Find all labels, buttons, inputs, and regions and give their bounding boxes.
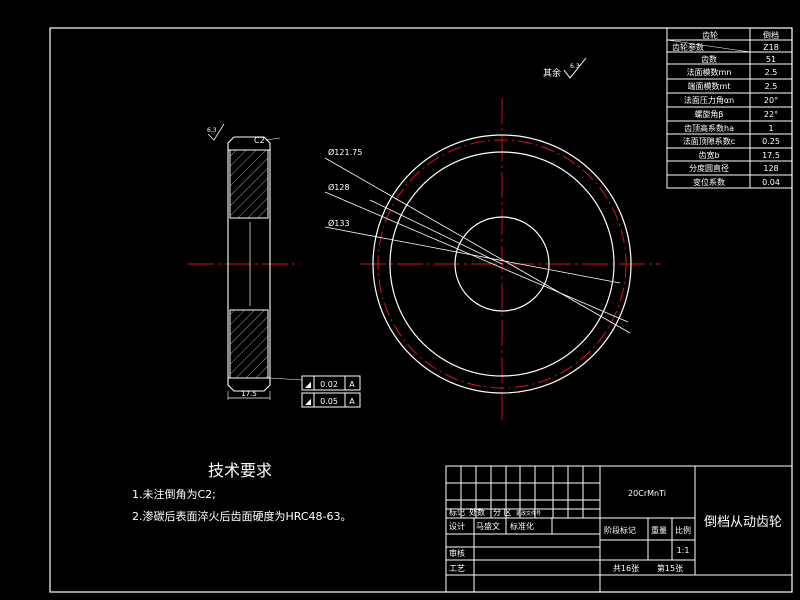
bore-circle	[454, 216, 550, 312]
param-label: 法面压力角αn	[684, 95, 734, 105]
surface-roughness-note: 其余 6.3	[543, 57, 587, 79]
title-designer: 马盛文	[476, 521, 500, 531]
hatched-section-lower	[229, 309, 269, 379]
width-dimension: 17.5	[241, 390, 257, 398]
requirements-title: 技术要求	[208, 461, 272, 480]
param-value: 128	[763, 164, 778, 173]
param-label: 齿数	[701, 54, 717, 64]
param-value: 20°	[764, 96, 778, 105]
param-header-left: 齿轮	[702, 30, 718, 40]
title-label-review: 审核	[449, 548, 465, 558]
param-value: 17.5	[762, 151, 780, 160]
tolerance-value: 0.05	[320, 397, 338, 406]
pitch-circle	[377, 139, 627, 389]
param-value: Z18	[763, 43, 779, 52]
param-label: 端面模数mt	[688, 81, 731, 91]
title-block: 20CrMnTi 倒档从动齿轮 标记 处数 分 区 更改文件号 设计 马盛文 标…	[445, 465, 793, 593]
title-sheets-total: 共16张	[613, 564, 639, 573]
material: 20CrMnTi	[628, 489, 666, 498]
chamfer-leader	[265, 137, 281, 141]
tolerance-symbol: ◢	[305, 380, 312, 389]
requirement-item: 1.未注倒角为C2;	[132, 487, 216, 501]
diameter-label: Ø121.75	[328, 147, 362, 157]
param-label: 齿宽b	[698, 150, 719, 160]
gear-front-view: Ø121.75 Ø128 Ø133	[324, 98, 660, 420]
leader-line	[324, 157, 631, 334]
tolerance-leader	[269, 377, 303, 381]
tolerance-value: 0.02	[320, 380, 338, 389]
title-label-change-doc: 更改文件号	[516, 510, 541, 517]
parameter-table: 齿轮 倒档 齿轮参数 Z18 齿数 51 法面模数mn 2.5 端面模数mt 2…	[666, 27, 793, 189]
leader-line	[369, 199, 503, 265]
tolerance-frame	[301, 392, 361, 408]
param-label: 螺旋角β	[694, 109, 723, 119]
title-label-scale: 比例	[675, 525, 691, 535]
param-value: 0.25	[762, 137, 780, 146]
tolerance-datum: A	[349, 380, 355, 389]
gear-side-view: C2 6.3 17.5 ◢ 0.02 A ◢ 0.05 A	[188, 123, 361, 408]
hatched-section-upper	[229, 149, 269, 219]
title-label-process: 工艺	[449, 564, 465, 573]
param-label: 法面顶隙系数c	[683, 136, 735, 146]
tolerance-symbol: ◢	[305, 397, 312, 406]
param-value: 51	[766, 55, 776, 64]
title-label-standardize: 标准化	[510, 521, 534, 531]
tip-circle	[372, 134, 632, 394]
diameter-label: Ø133	[328, 218, 350, 228]
param-label: 齿轮参数	[672, 42, 704, 52]
tolerance-datum: A	[349, 397, 355, 406]
param-label: 齿顶高系数ha	[684, 123, 734, 133]
param-label: 分度圆直径	[689, 163, 729, 173]
root-circle	[389, 151, 615, 377]
roughness-symbol-icon	[207, 123, 225, 141]
param-label: 变位系数	[693, 177, 725, 187]
roughness-note-value: 6.3	[570, 63, 580, 70]
leader-line	[324, 191, 629, 323]
title-scale-value: 1:1	[677, 546, 690, 555]
chamfer-label: C2	[254, 136, 265, 145]
diameter-label: Ø128	[328, 182, 350, 192]
side-outline	[227, 136, 271, 392]
roughness-symbol-icon	[563, 57, 587, 79]
param-value: 2.5	[765, 68, 778, 77]
roughness-top-value: 6.3	[207, 127, 217, 134]
param-value: 22°	[764, 110, 778, 119]
title-sheet-no: 第15张	[657, 563, 683, 573]
tolerance-frame	[301, 375, 361, 391]
roughness-note-label: 其余	[543, 67, 561, 79]
title-label-zone: 分 区	[493, 508, 512, 517]
param-value: 1	[768, 124, 773, 133]
title-label-weight: 重量	[651, 525, 667, 535]
title-label-stage-mark: 阶段标记	[604, 525, 636, 535]
technical-requirements: 技术要求 1.未注倒角为C2; 2.渗碳后表面淬火后齿面硬度为HRC48-63。	[132, 461, 352, 523]
drawing-frame	[49, 27, 793, 593]
title-label-design: 设计	[449, 521, 465, 531]
leader-line	[324, 226, 621, 284]
param-label: 法面模数mn	[687, 67, 732, 77]
title-label-count: 处数	[469, 507, 485, 517]
param-header-right: 倒档	[763, 30, 779, 40]
requirement-item: 2.渗碳后表面淬火后齿面硬度为HRC48-63。	[132, 509, 352, 523]
param-value: 0.04	[762, 178, 780, 187]
param-value: 2.5	[765, 82, 778, 91]
part-name: 倒档从动齿轮	[704, 515, 782, 530]
title-label-mark: 标记	[449, 507, 465, 517]
